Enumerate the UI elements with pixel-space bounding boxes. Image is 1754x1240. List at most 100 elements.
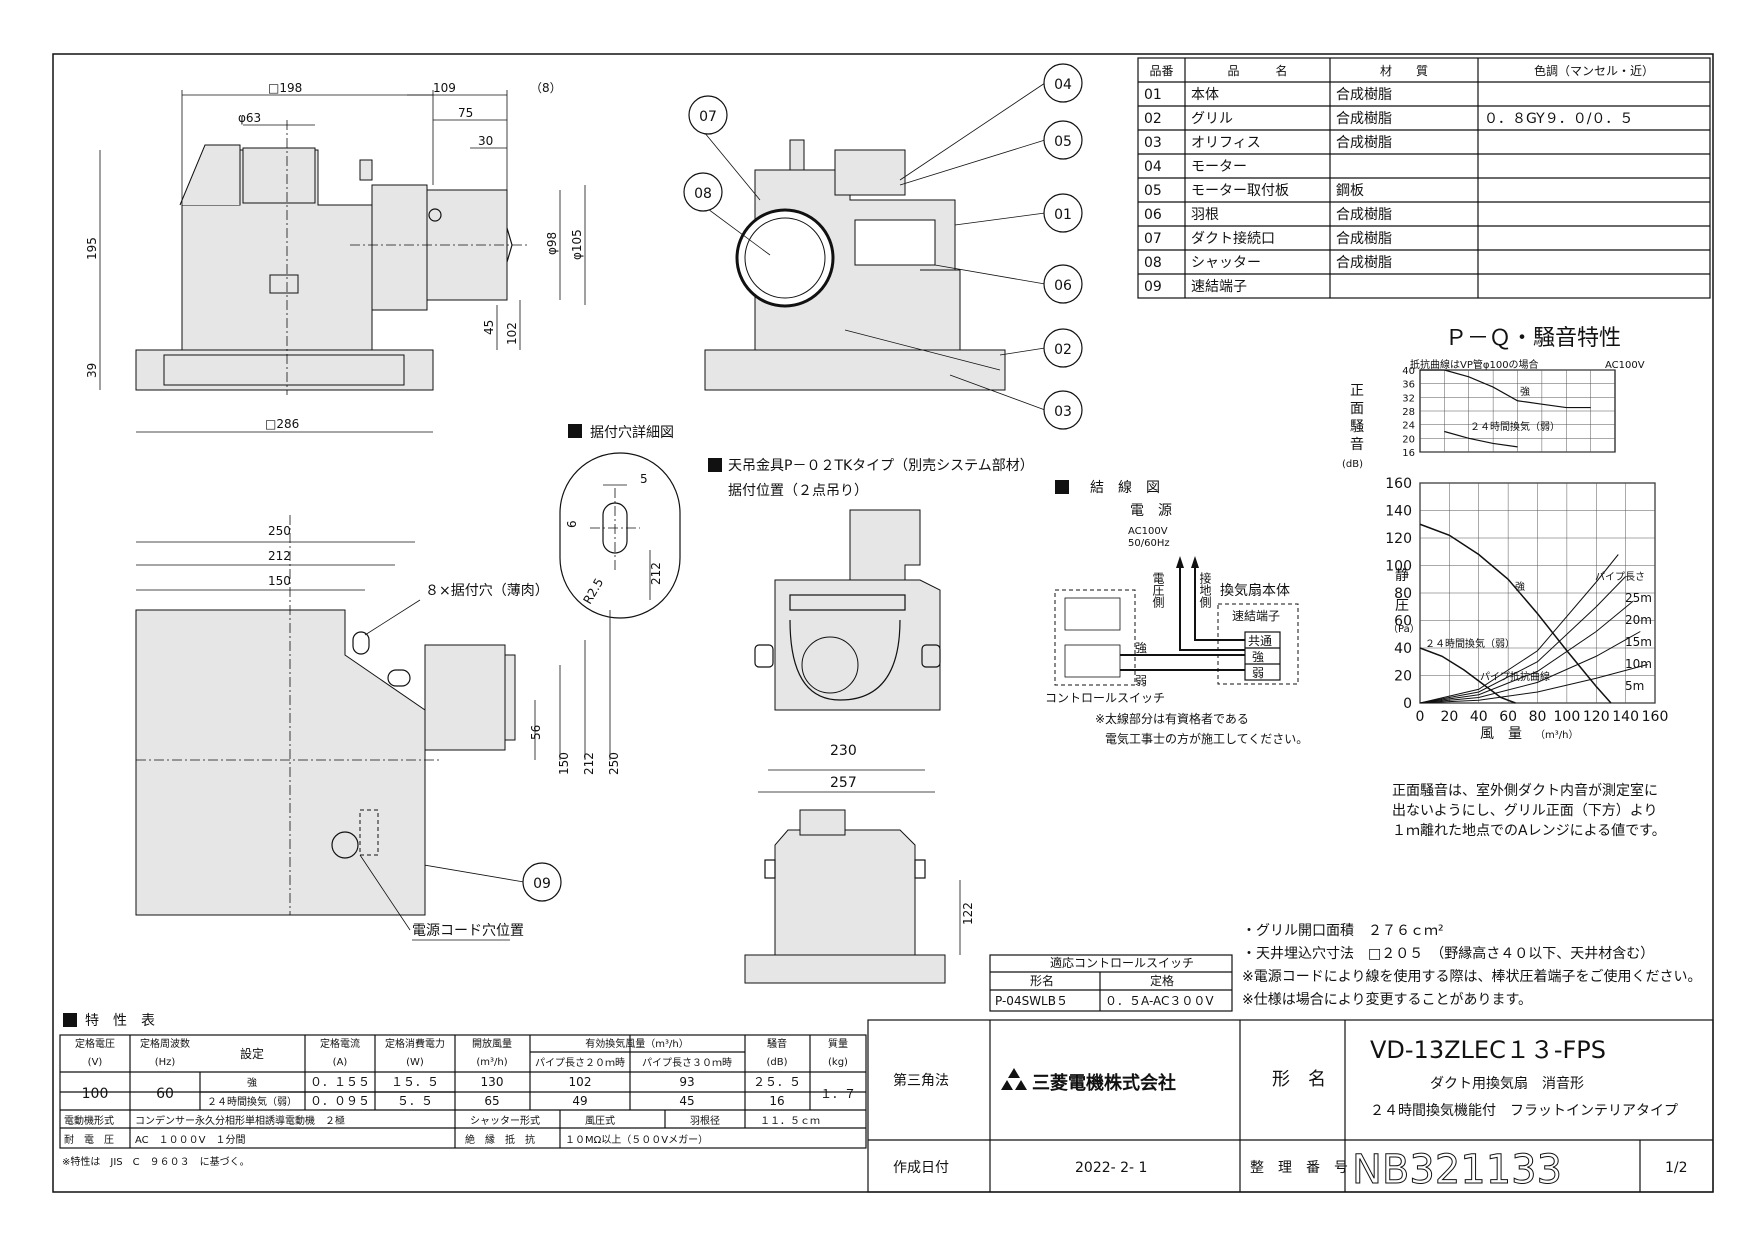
callout-label: 01 <box>1054 207 1072 223</box>
pq-title: Ｐ－Ｑ・騒音特性 <box>1445 326 1621 351</box>
cord-hole-label: 電源コード穴位置 <box>412 923 524 939</box>
parts-cell: 羽根 <box>1191 207 1219 223</box>
switch-h1: 形名 <box>1030 973 1054 988</box>
wiring-switch: コントロールスイッチ <box>1045 691 1165 705</box>
pq-series-2 <box>1419 554 1619 704</box>
sp-tick: 120 <box>1385 531 1412 547</box>
spec-table: 特 性 表定格電圧(V)定格周波数(Hz)設定定格電流(A)定格消費電力(W)開… <box>59 1013 867 1168</box>
dim-250v: 250 <box>607 752 621 775</box>
spec-ins-label: 絶 縁 抵 抗 <box>465 1133 535 1146</box>
sp-ylabel-1: 圧 <box>1395 598 1409 614</box>
noise-ylabel-0: 正 <box>1350 383 1364 399</box>
dim-63: φ63 <box>238 111 261 125</box>
noise-tick: 16 <box>1402 448 1415 459</box>
dim-5: 5 <box>640 472 648 486</box>
sp-tick: 140 <box>1385 504 1412 520</box>
parts-header: 色調（マンセル・近） <box>1534 64 1654 78</box>
dim-250: 250 <box>268 524 291 538</box>
side-view: □198 109 （8） 75 30 φ63 195 39 φ98 φ105 4… <box>85 81 586 433</box>
noise-tick: 24 <box>1402 421 1415 432</box>
pq-series-6 <box>1419 664 1648 704</box>
spec-h: パイプ長さ３０ｍ時 <box>642 1057 732 1069</box>
spec-wv: AC １０００V １分間 <box>135 1134 246 1146</box>
spec-noise2: 16 <box>769 1094 784 1108</box>
spec-h: 設定 <box>240 1046 264 1061</box>
dim-150v: 150 <box>557 752 571 775</box>
parts-cell: モーター取付板 <box>1191 183 1289 199</box>
wiring-power-side: 電圧側 <box>1151 572 1165 608</box>
noise-tick: 28 <box>1402 407 1415 418</box>
dim-195: 195 <box>85 237 99 260</box>
callout-c07 <box>688 95 728 135</box>
hanger-views: 天吊金具P－０２TKタイプ（別売システム部材） 据付位置（２点吊り） 230 2… <box>708 458 1034 984</box>
wiring-common: 共通 <box>1248 634 1272 648</box>
tb-date: 2022- 2- 1 <box>1075 1160 1147 1176</box>
spec-motor: コンデンサー永久分相形単相誘導電動機 ２極 <box>135 1114 345 1127</box>
spec-p20b: 49 <box>572 1094 587 1108</box>
noise-strong-line <box>1420 369 1591 409</box>
sp-tick: 40 <box>1394 641 1412 657</box>
wiring-hz: 50/60Hz <box>1128 538 1170 549</box>
x-tick: 40 <box>1470 709 1488 725</box>
x-label: 風 量 <box>1480 726 1522 742</box>
noise-tick: 40 <box>1402 366 1415 377</box>
callout-label: 04 <box>1054 77 1072 93</box>
spec-fan-label: 羽根径 <box>690 1114 720 1127</box>
spec-fan: １１．５ｃｍ <box>760 1116 820 1127</box>
x-tick: 140 <box>1612 709 1639 725</box>
spec-p30b: 45 <box>679 1094 694 1108</box>
parts-cell: 合成樹脂 <box>1336 111 1392 127</box>
parts-cell: 合成樹脂 <box>1336 255 1392 271</box>
parts-cell: 合成樹脂 <box>1336 231 1392 247</box>
parts-cell: 01 <box>1144 87 1162 103</box>
spec-p30a: 93 <box>679 1075 694 1089</box>
dim-98: φ98 <box>545 232 559 255</box>
mitsubishi-logo-icon <box>1001 1068 1027 1090</box>
spec-h: (m³/h) <box>476 1057 507 1068</box>
noise-tick: 36 <box>1402 380 1415 391</box>
wiring-note2: 電気工事士の方が施工してください。 <box>1105 731 1308 746</box>
callout-c03 <box>1043 390 1083 430</box>
pq-noise-note: 抵抗曲線はVP管φ100の場合 <box>1410 358 1539 371</box>
spec-motor-label: 電動機形式 <box>64 1114 114 1127</box>
pipe-length-4: 5m <box>1625 679 1644 693</box>
x-tick: 100 <box>1554 709 1581 725</box>
x-tick: 160 <box>1642 709 1669 725</box>
callout-c05 <box>1043 120 1083 160</box>
wiring-strong: 強 <box>1252 650 1264 664</box>
pq-series-3 <box>1419 576 1626 704</box>
parts-cell: モーター <box>1191 159 1247 175</box>
pq-note-1: 出ないようにし、グリル正面（下方）より <box>1392 803 1657 819</box>
noise-ylabel-1: 面 <box>1350 401 1364 417</box>
pipe-length-0: 25m <box>1625 591 1652 605</box>
parts-header: 品 名 <box>1227 63 1287 78</box>
spec-h: 定格周波数 <box>140 1037 190 1050</box>
spec-h: パイプ長さ２０ｍ時 <box>535 1057 625 1069</box>
dim-212: 212 <box>268 549 291 563</box>
pq-series-5 <box>1419 631 1641 704</box>
spec-ins: １０MΩ以上（５００Vメガー） <box>565 1134 708 1146</box>
dim-150: 150 <box>268 574 291 588</box>
noise-ylabel-3: 音 <box>1350 436 1364 453</box>
spec-set1: 強 <box>247 1076 257 1089</box>
dim-6: 6 <box>565 520 579 528</box>
dim-30: 30 <box>478 134 493 148</box>
parts-cell: 鋼板 <box>1336 183 1364 199</box>
hanger-label: 天吊金具P－０２TKタイプ（別売システム部材） <box>728 458 1034 474</box>
tb-desc1: ダクト用換気扇 消音形 <box>1430 1075 1584 1092</box>
wiring-body: 換気扇本体 <box>1220 583 1290 599</box>
wiring-ac: AC100V <box>1128 526 1168 537</box>
dim-257: 257 <box>830 775 857 791</box>
curve-strong-label: 強 <box>1515 580 1525 593</box>
dim-8: （8） <box>530 81 562 95</box>
spec-shutter-label: シャッター形式 <box>470 1114 540 1127</box>
title-block: 第三角法 三菱電機株式会社 形 名 VD-13ZLEC１３-FPS ダクト用換気… <box>867 1019 1714 1194</box>
wiring-terminal: 速結端子 <box>1232 609 1280 623</box>
dim-109: 109 <box>433 81 456 95</box>
pq-chart: Ｐ－Ｑ・騒音特性 抵抗曲線はVP管φ100の場合 AC100V 正 面 騒 音 … <box>1342 326 1668 839</box>
callout-label: 03 <box>1054 404 1072 420</box>
noise-weak-label: ２４時間換気（弱） <box>1470 420 1560 433</box>
noise-strong-label: 強 <box>1520 385 1530 398</box>
pipe-curve-label: パイプ抵抗曲線 <box>1480 670 1550 683</box>
